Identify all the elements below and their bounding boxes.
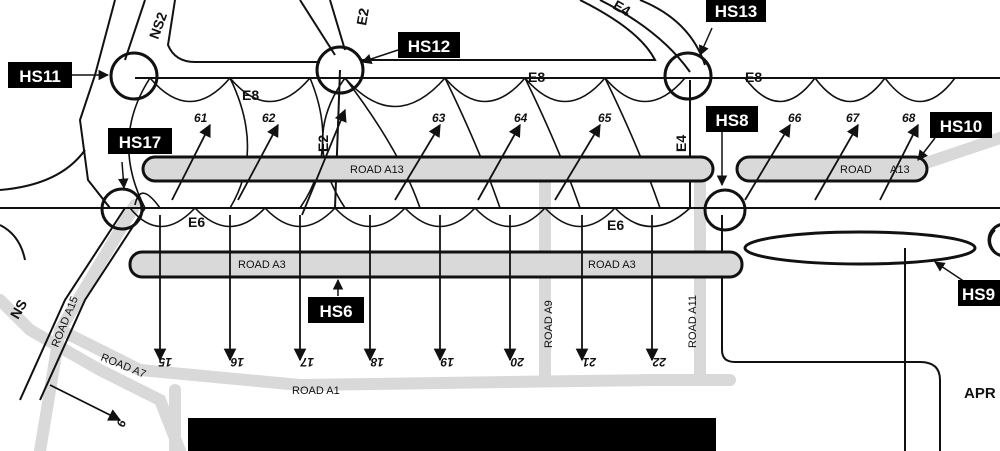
taxiway-ns2-line (78, 0, 116, 209)
taxiway-e2-connector (299, 0, 336, 56)
taxiway-label-e4-vertical: E4 (673, 135, 689, 152)
stand-label: 65 (598, 111, 612, 125)
hotspot-ring-hs8 (703, 188, 747, 232)
hotspot-ring-hs12 (315, 45, 365, 95)
stand-arrows (49, 108, 919, 421)
svg-text:HS8: HS8 (715, 111, 748, 130)
hotspot-badge-hs12[interactable]: HS12 (398, 32, 460, 58)
road-label-a3-right: ROAD A3 (588, 259, 636, 271)
road-label-a13-left: ROAD A13 (350, 164, 404, 176)
hotspot-badge-hs8[interactable]: HS8 (706, 106, 758, 132)
stand-label: 17 (299, 355, 314, 369)
taxiway-label-e8-mid: E8 (528, 69, 545, 85)
taxiway-e2-connector-2 (329, 0, 346, 51)
taxiway-ns2-line-2 (124, 0, 146, 61)
lower-stand-arcs (129, 192, 691, 228)
stand-label: 15 (158, 355, 172, 369)
stand-label: 18 (370, 355, 384, 369)
upper-island-edge-2 (360, 0, 657, 61)
stand-label: 67 (846, 111, 861, 125)
svg-text:HS6: HS6 (319, 302, 352, 321)
taxiway-label-e8-right: E8 (745, 69, 762, 85)
hotspot-ring-hs11 (109, 51, 159, 101)
hotspot-badge-hs6[interactable]: HS6 (308, 297, 364, 323)
road-label-a13-right-a: ROAD (840, 164, 872, 176)
stand-label: 22 (652, 355, 667, 369)
road-label-a3-left: ROAD A3 (238, 259, 286, 271)
hotspot-badge-hs9[interactable]: HS9 (958, 280, 1000, 306)
taxiway-labels: NS2 NS E2 E4 E8 E8 E8 E2 E4 E6 E6 (7, 0, 763, 322)
left-apron-curve-2 (0, 224, 26, 261)
road-a15-band (34, 199, 141, 451)
road-outlines (128, 155, 977, 279)
taxiway-label-e8-left: E8 (242, 87, 259, 103)
svg-text:HS11: HS11 (19, 67, 61, 86)
terminal-building (188, 418, 716, 451)
hs9-area-ellipse (743, 230, 977, 266)
left-apron-curve (0, 149, 86, 191)
svg-text:HS9: HS9 (962, 285, 995, 304)
apron-boundary (721, 215, 941, 451)
stand-label: 62 (262, 111, 276, 125)
stand-label: 16 (230, 355, 244, 369)
road-a3-outline (128, 250, 744, 279)
hotspot-badge-hs17[interactable]: HS17 (108, 128, 172, 154)
stand-label: 20 (510, 355, 525, 369)
stand-labels-upper: 61 62 63 64 65 66 67 68 (194, 111, 916, 125)
taxiway-label-e2-top: E2 (353, 7, 372, 27)
stand-label: 19 (440, 355, 454, 369)
hotspot-ring-hs17 (100, 187, 144, 231)
road-a7-band (0, 294, 186, 451)
stand-label-6: 6 (114, 418, 130, 429)
stand-label: 63 (432, 111, 446, 125)
stand-label: 21 (582, 355, 597, 369)
taxiway-label-e2-vertical: E2 (315, 135, 331, 152)
stand-label: 64 (514, 111, 528, 125)
road-a13-band-ext (914, 132, 1000, 171)
hotspot-ring-right (987, 223, 1000, 257)
hotspot-circles (100, 45, 1000, 257)
stand-label: 66 (788, 111, 802, 125)
hotspot-badge-hs11[interactable]: HS11 (8, 62, 72, 88)
stand-label: 68 (902, 111, 916, 125)
svg-text:HS17: HS17 (119, 133, 162, 152)
upper-stand-arcs (127, 77, 956, 209)
taxiway-ns-line (19, 207, 126, 401)
taxiway-label-ns2: NS2 (146, 10, 170, 41)
svg-text:HS13: HS13 (715, 2, 758, 21)
taxiway-ns-line-2 (39, 207, 146, 401)
hotspot-badge-hs10[interactable]: HS10 (930, 112, 992, 138)
svg-text:HS12: HS12 (408, 37, 451, 56)
road-label-a11: ROAD A11 (687, 295, 699, 348)
taxiway-label-e6-right: E6 (607, 217, 624, 233)
stand-labels-lower: 15 16 17 18 19 20 21 22 6 (114, 355, 667, 429)
taxiway-e4-curve (599, 0, 691, 73)
road-label-a1: ROAD A1 (292, 385, 340, 397)
upper-island-edge (166, 0, 320, 63)
apron-label: APR (964, 385, 996, 402)
road-a1-band (54, 324, 736, 392)
svg-text:HS10: HS10 (940, 117, 983, 136)
stand-label: 61 (194, 111, 208, 125)
road-a13-left-outline (141, 155, 715, 183)
hotspot-badge-hs13[interactable]: HS13 (706, 0, 766, 22)
taxiway-label-e6-left: E6 (188, 214, 205, 230)
road-label-a13-right-b: A13 (890, 164, 910, 176)
road-label-a9: ROAD A9 (543, 300, 555, 348)
hotspot-ring-hs13 (663, 51, 713, 101)
service-roads (0, 132, 1000, 451)
hotspot-pointers (72, 27, 966, 296)
